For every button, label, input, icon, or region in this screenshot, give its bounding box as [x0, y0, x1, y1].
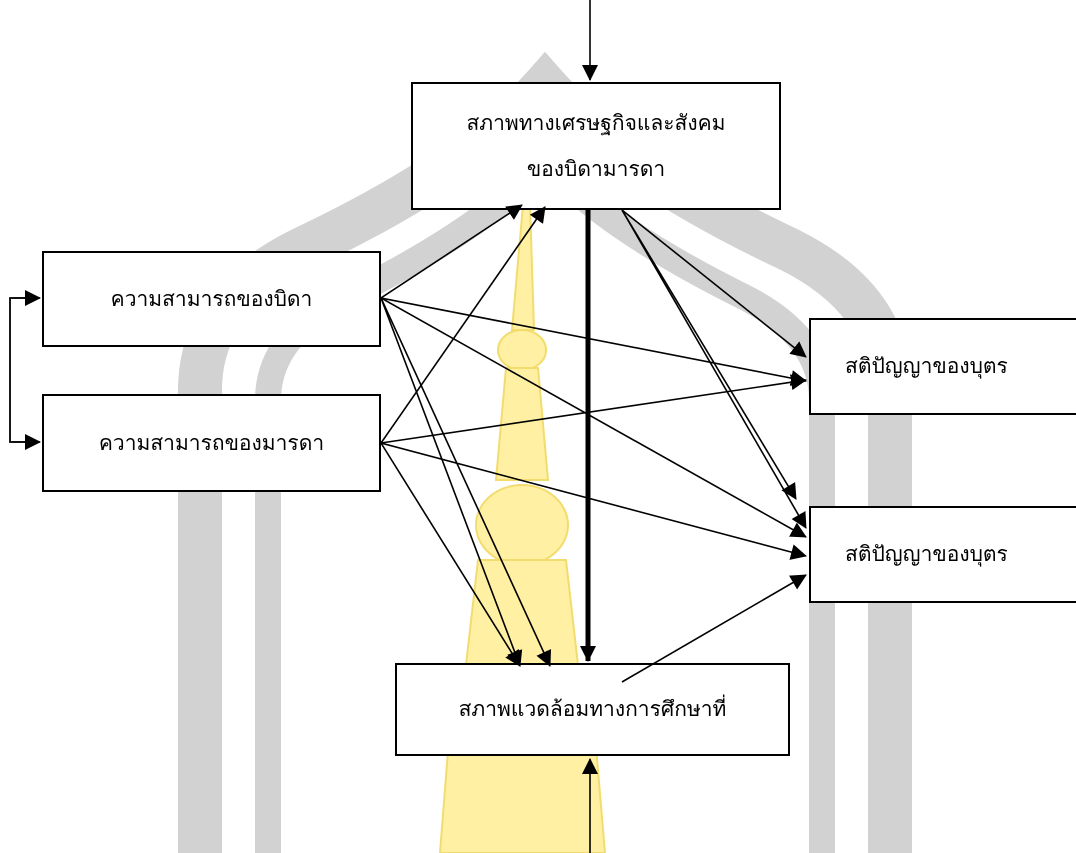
- node-father-ability-label: ความสามารถของบิดา: [110, 286, 313, 311]
- arrow-socioeconomic-to-iq2-a: [621, 209, 797, 500]
- node-mother-ability: ความสามารถของมารดา: [42, 394, 381, 492]
- arrow-mother-to-iq1: [380, 374, 807, 444]
- arrow-socioeconomic-to-iq2-b: [621, 209, 807, 529]
- node-child-intelligence-1-label: สติปัญญาของบุตร: [845, 354, 1008, 378]
- arrow-father-to-iq1: [380, 297, 807, 386]
- arrow-environment-to-iq2: [621, 574, 807, 683]
- arrow-father-mother-correlation: [9, 297, 28, 443]
- node-educational-environment-label: สภาพแวดล้อมทางการศึกษาที่: [458, 697, 727, 721]
- node-socioeconomic-line2: ของบิดามารดา: [526, 156, 666, 181]
- arrow-mother-to-socioeconomic: [380, 206, 546, 444]
- node-child-intelligence-2: สติปัญญาของบุตร: [809, 506, 1076, 603]
- node-socioeconomic-line1: สภาพทางเศรษฐกิจและสังคม: [466, 110, 726, 135]
- node-mother-ability-label: ความสามารถของมารดา: [98, 430, 325, 455]
- arrow-father-to-environment-a: [380, 297, 523, 667]
- arrow-father-to-socioeconomic: [380, 204, 523, 299]
- node-educational-environment: สภาพแวดล้อมทางการศึกษาที่: [395, 663, 790, 756]
- arrow-mother-to-iq2: [380, 442, 807, 560]
- node-child-intelligence-1: สติปัญญาของบุตร: [809, 318, 1076, 415]
- node-child-intelligence-2-label: สติปัญญาของบุตร: [845, 542, 1008, 566]
- arrow-mother-to-environment: [380, 442, 521, 667]
- watermark-tower-shaft: [494, 367, 550, 481]
- arrow-father-to-environment-b: [380, 297, 552, 667]
- node-father-ability: ความสามารถของบิดา: [42, 251, 381, 347]
- arrow-father-to-iq2: [380, 297, 807, 538]
- node-socioeconomic-status: สภาพทางเศรษฐกิจและสังคม ของบิดามารดา: [411, 82, 781, 210]
- arrow-socioeconomic-to-iq1: [621, 209, 807, 358]
